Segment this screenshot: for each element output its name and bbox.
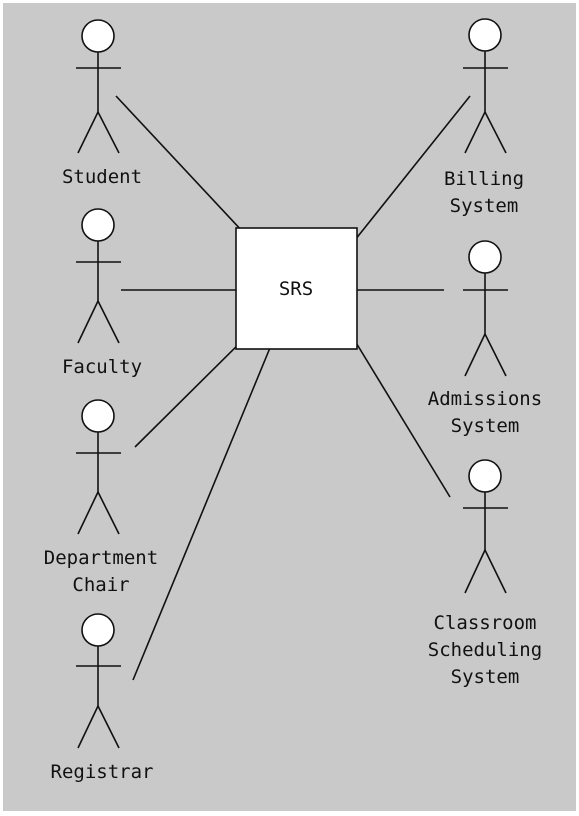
actor-department-chair-label-line-2: Chair	[72, 574, 129, 596]
actor-classroom-scheduling-label-line-2: Scheduling	[428, 639, 542, 661]
actor-department-chair-label-line-1: Department	[44, 547, 158, 569]
actor-faculty-label: Faculty	[62, 356, 142, 378]
association-registrar	[132, 325, 280, 681]
actor-student-icon[interactable]	[76, 19, 121, 154]
association-classroom-scheduling-system	[340, 317, 451, 498]
actor-student-label: Student	[62, 166, 142, 188]
srs-system-box[interactable]	[235, 227, 358, 350]
association-billing-system	[338, 95, 471, 261]
actor-classroom-scheduling-system-icon[interactable]	[463, 459, 508, 594]
actor-admissions-system-label-line-2: System	[451, 415, 520, 437]
actor-billing-system-icon[interactable]	[463, 18, 508, 154]
actor-admissions-system-label-line-1: Admissions	[428, 388, 542, 410]
actor-classroom-scheduling-label-line-1: Classroom	[434, 612, 537, 634]
actor-admissions-system-icon[interactable]	[463, 240, 508, 377]
srs-system-label: SRS	[279, 278, 313, 300]
actor-registrar-icon[interactable]	[76, 613, 121, 749]
actor-billing-system-label-line-2: System	[450, 195, 519, 217]
actor-billing-system-label-line-1: Billing	[444, 168, 524, 190]
actor-registrar-label: Registrar	[51, 761, 154, 783]
actor-faculty-icon[interactable]	[76, 208, 121, 344]
actor-department-chair-icon[interactable]	[76, 399, 121, 535]
actor-classroom-scheduling-label-line-3: System	[451, 666, 520, 688]
association-student	[115, 95, 259, 249]
